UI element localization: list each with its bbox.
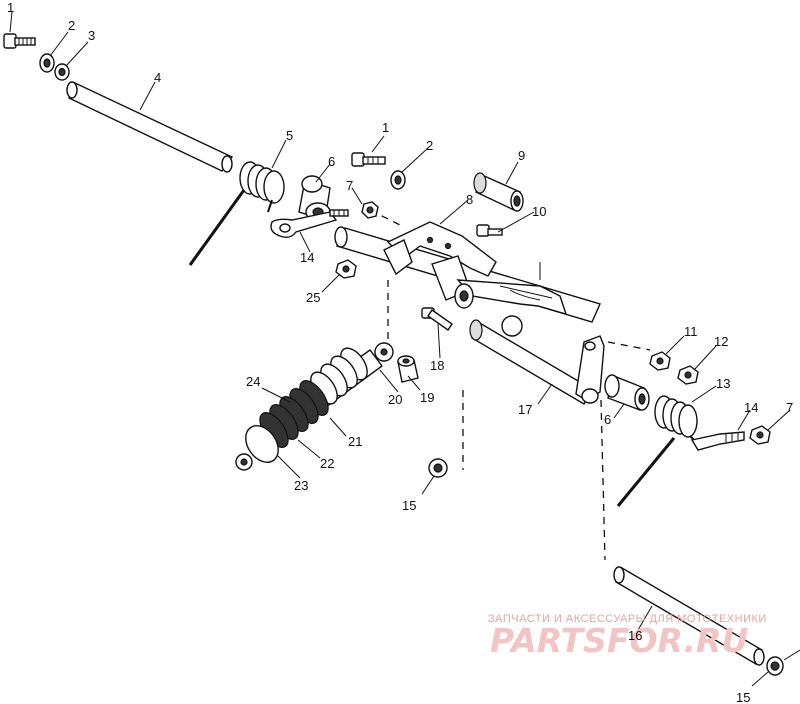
bushing-6-right xyxy=(604,374,650,411)
callout-10: 10 xyxy=(532,204,546,219)
nut-11 xyxy=(649,351,671,371)
washer-2-top-left xyxy=(39,53,55,73)
washer-15-bottom xyxy=(766,649,800,676)
nut-3-top-left xyxy=(54,63,70,81)
nut-7-left xyxy=(361,201,379,219)
callout-14-left: 14 xyxy=(300,250,314,265)
bolt-1-top-left xyxy=(3,33,36,49)
watermark: ЗАПЧАСТИ И АКСЕССУАРЫ ДЛЯ МОТОТЕХНИКИ PA… xyxy=(488,613,767,660)
callout-9: 9 xyxy=(518,148,525,163)
callout-13: 13 xyxy=(716,376,730,391)
callout-20: 20 xyxy=(388,392,402,407)
damper-body-22 xyxy=(259,380,329,448)
callout-19: 19 xyxy=(420,390,434,405)
callout-17: 17 xyxy=(518,402,532,417)
nut-25 xyxy=(335,259,357,279)
callout-16: 16 xyxy=(628,628,642,643)
pivot-bracket-8 xyxy=(383,221,568,316)
callout-15-bottom: 15 xyxy=(736,690,750,704)
nut-7-right xyxy=(749,425,771,445)
washer-15-center xyxy=(428,458,448,478)
bolt-10 xyxy=(476,224,503,237)
spacer-19 xyxy=(397,355,419,383)
watermark-brand: PARTSFOR.RU xyxy=(490,621,748,660)
leader-lines xyxy=(9,11,791,687)
torsion-spring-5 xyxy=(188,161,285,266)
bracket-bolt-14-left xyxy=(270,209,349,239)
callout-25: 25 xyxy=(306,290,320,305)
shock-absorber xyxy=(235,342,394,471)
callout-6-right: 6 xyxy=(604,412,611,427)
torsion-spring-13 xyxy=(616,395,701,507)
watermark-tagline: ЗАПЧАСТИ И АКСЕССУАРЫ ДЛЯ МОТОТЕХНИКИ xyxy=(488,613,767,625)
callout-21: 21 xyxy=(348,434,362,449)
callout-2-center: 2 xyxy=(426,138,433,153)
long-shaft-4 xyxy=(66,81,234,173)
callout-4: 4 xyxy=(154,70,161,85)
callout-6-left: 6 xyxy=(328,154,335,169)
bushing-9 xyxy=(473,172,524,212)
callout-2-top-left: 2 xyxy=(68,18,75,33)
lower-tube-17 xyxy=(469,315,591,406)
callout-14-right: 14 xyxy=(744,400,758,415)
callout-7-left: 7 xyxy=(346,178,353,193)
bolt-1-center xyxy=(351,152,386,167)
callout-23: 23 xyxy=(294,478,308,493)
callout-15-center: 15 xyxy=(402,498,416,513)
coil-spring-21 xyxy=(310,347,368,405)
callout-3: 3 xyxy=(88,28,95,43)
bolt-14-right xyxy=(690,431,745,451)
link-plate-right xyxy=(575,335,605,404)
callout-8: 8 xyxy=(466,192,473,207)
lower-shaft-16 xyxy=(613,566,765,666)
callout-24: 24 xyxy=(246,374,260,389)
washer-2-center xyxy=(390,170,406,190)
callout-5: 5 xyxy=(286,128,293,143)
callout-1-top-left: 1 xyxy=(7,0,14,15)
callout-11: 11 xyxy=(684,324,698,339)
nut-12 xyxy=(677,365,699,385)
callout-22: 22 xyxy=(320,456,334,471)
callout-18: 18 xyxy=(430,358,444,373)
callout-7-right: 7 xyxy=(786,400,793,415)
callout-labels: 1 2 3 4 5 6 7 14 25 1 2 9 8 10 18 24 20 … xyxy=(7,0,793,704)
bolt-18 xyxy=(421,307,453,331)
callout-1-center: 1 xyxy=(382,120,389,135)
callout-12: 12 xyxy=(714,334,728,349)
